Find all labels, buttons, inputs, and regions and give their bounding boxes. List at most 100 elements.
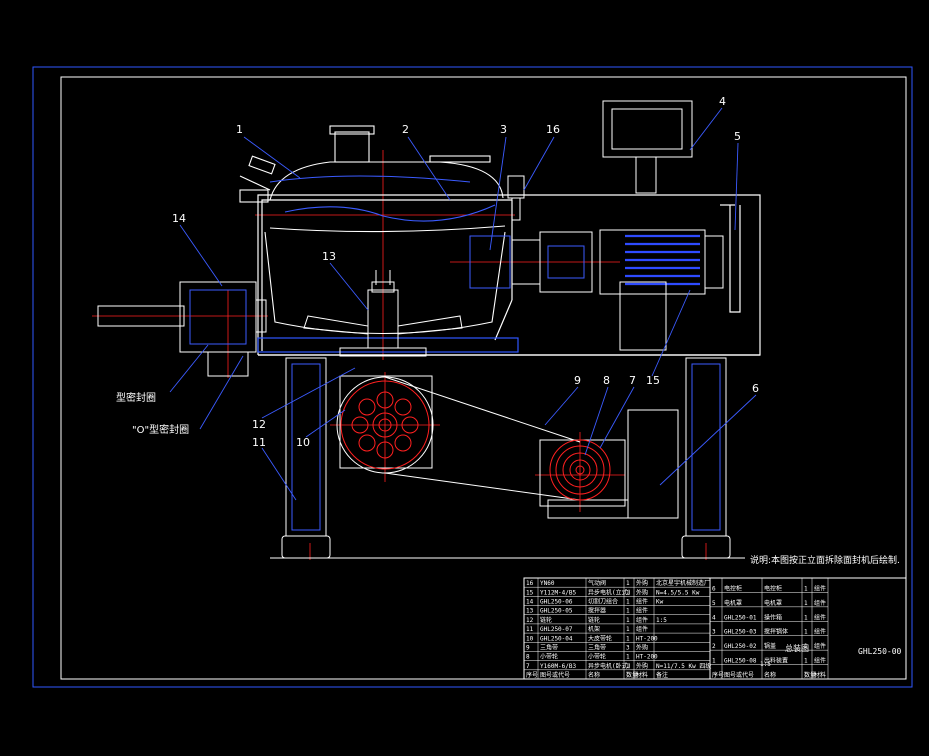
parts-left-cell: YN60	[540, 580, 555, 587]
parts-left-cell: 3	[626, 644, 630, 651]
callout-9: 9	[574, 374, 581, 387]
parts-left-cell: 9	[526, 644, 530, 651]
callout-6: 6	[752, 382, 759, 395]
callout-13: 13	[322, 250, 336, 263]
parts-left-cell: HT-200	[636, 654, 658, 661]
callout-10: 10	[296, 436, 310, 449]
parts-right-cell: 材料	[814, 671, 826, 679]
cutter-assembly	[469, 175, 593, 293]
title-block-scale: 1:5	[760, 661, 771, 668]
parts-right-cell: 3	[712, 629, 716, 636]
parts-right-cell: 组件	[814, 584, 826, 592]
parts-left-cell: Kw	[656, 599, 664, 606]
agitator	[303, 270, 463, 357]
callout-15: 15	[646, 374, 660, 387]
parts-right-cell: 1	[804, 658, 808, 665]
callout-8: 8	[603, 374, 610, 387]
parts-right-cell: 6	[712, 585, 716, 592]
parts-left-cell: 1	[626, 580, 630, 587]
parts-right-cell: 组件	[814, 628, 826, 636]
parts-left-cell: 组件	[636, 625, 648, 633]
parts-left-cell: 链轮	[588, 616, 600, 624]
parts-right-cell: 1	[712, 658, 716, 665]
parts-left-cell: N=11/7.5 Kw 四级	[656, 662, 711, 670]
parts-left-cell: 16	[526, 580, 534, 587]
parts-left-cell: 14	[526, 599, 534, 606]
parts-left-cell: 材料	[636, 671, 648, 679]
parts-left-cell: 三角带	[588, 643, 606, 651]
parts-left-cell: 外购	[636, 588, 648, 596]
parts-left-cell: 7	[526, 663, 530, 670]
parts-right-cell: GHL250-08	[724, 658, 757, 665]
parts-right-cell: 4	[712, 614, 716, 621]
parts-right-cell: GHL250-02	[724, 643, 757, 650]
parts-left-cell: GHL250-07	[540, 626, 573, 633]
parts-right-cell: 出料装置	[764, 657, 788, 665]
parts-right-cell: 2	[712, 643, 716, 650]
parts-left-cell: 组件	[636, 607, 648, 615]
parts-left-cell: 10	[526, 635, 534, 642]
parts-right-cell: 电控柜	[764, 584, 782, 592]
parts-right-cell: 组件	[814, 599, 826, 607]
mixing-pot	[264, 225, 506, 334]
parts-left-cell: 搅拌器	[588, 607, 606, 615]
parts-left-cell: GHL250-04	[540, 635, 573, 642]
parts-left-cell: GHL250-05	[540, 608, 573, 615]
parts-left-cell: HT-200	[636, 635, 658, 642]
title-block-drawing-number: GHL250-00	[858, 647, 902, 656]
parts-left-cell: 图号或代号	[540, 671, 570, 679]
motor-lower	[539, 409, 679, 519]
parts-left-cell: 数量	[626, 671, 638, 679]
parts-right-cell: 电机罩	[724, 599, 742, 607]
callout-1: 1	[236, 123, 243, 136]
parts-right-cell: GHL250-01	[724, 614, 757, 621]
parts-left-cell: N=4.5/5.5 Kw	[656, 589, 700, 596]
parts-left-cell: 气动阀	[588, 579, 606, 587]
callout-16: 16	[546, 123, 560, 136]
seal-label-2: "O"型密封圈	[132, 423, 189, 436]
parts-left-cell: 11	[526, 626, 534, 633]
parts-left-cell: 北京星宇机械制造厂	[656, 579, 710, 587]
parts-right-cell: 名称	[764, 671, 776, 679]
parts-right-cell: 图号或代号	[724, 671, 754, 679]
parts-right-cell: 锅盖	[764, 642, 776, 650]
callout-2: 2	[402, 123, 409, 136]
parts-left-cell: 外购	[636, 662, 648, 670]
parts-left-cell: 名称	[588, 671, 600, 679]
callout-4: 4	[719, 95, 726, 108]
parts-left-cell: 12	[526, 617, 534, 624]
parts-left-cell: Y160M-6/B3	[540, 663, 577, 670]
leader-lines	[169, 107, 757, 501]
parts-right-cell: 组件	[814, 657, 826, 665]
parts-left-cell: 序号	[526, 671, 538, 679]
belt	[384, 376, 581, 501]
outer-frame	[32, 66, 913, 688]
parts-right-cell: 数量	[804, 671, 816, 679]
parts-left-cell: 机架	[588, 625, 600, 633]
parts-right-cell: GHL250-03	[724, 629, 757, 636]
callout-7: 7	[629, 374, 636, 387]
parts-left-cell: 1	[626, 589, 630, 596]
parts-left-cell: 13	[526, 608, 534, 615]
parts-right-cell: 组件	[814, 613, 826, 621]
control-box	[602, 100, 693, 194]
parts-right-cell: 1	[804, 600, 808, 607]
parts-right-cell: 1	[804, 629, 808, 636]
parts-right-cell: 搅拌锅体	[764, 628, 788, 636]
parts-left-cell: 小带轮	[588, 653, 606, 661]
parts-right-cell: 组件	[814, 642, 826, 650]
parts-left-cell: 组件	[636, 598, 648, 606]
callout-11: 11	[252, 436, 266, 449]
callout-5: 5	[734, 130, 741, 143]
discharge-device	[97, 281, 267, 377]
callout-labels: 1 2 3 16 4 5 14 13 9 8 7 15 6 12 10 11	[172, 95, 759, 449]
parts-left-cell: 切割刀组合	[588, 598, 618, 606]
parts-left-cell: 1:5	[656, 617, 667, 624]
parts-right-cell: 序号	[712, 671, 724, 679]
parts-left-cell: 大皮带轮	[588, 634, 612, 642]
parts-right-cell: 1	[804, 585, 808, 592]
parts-left-cell: 组件	[636, 616, 648, 624]
parts-left-cell: 1	[626, 626, 630, 633]
parts-left-cell: 1	[626, 617, 630, 624]
